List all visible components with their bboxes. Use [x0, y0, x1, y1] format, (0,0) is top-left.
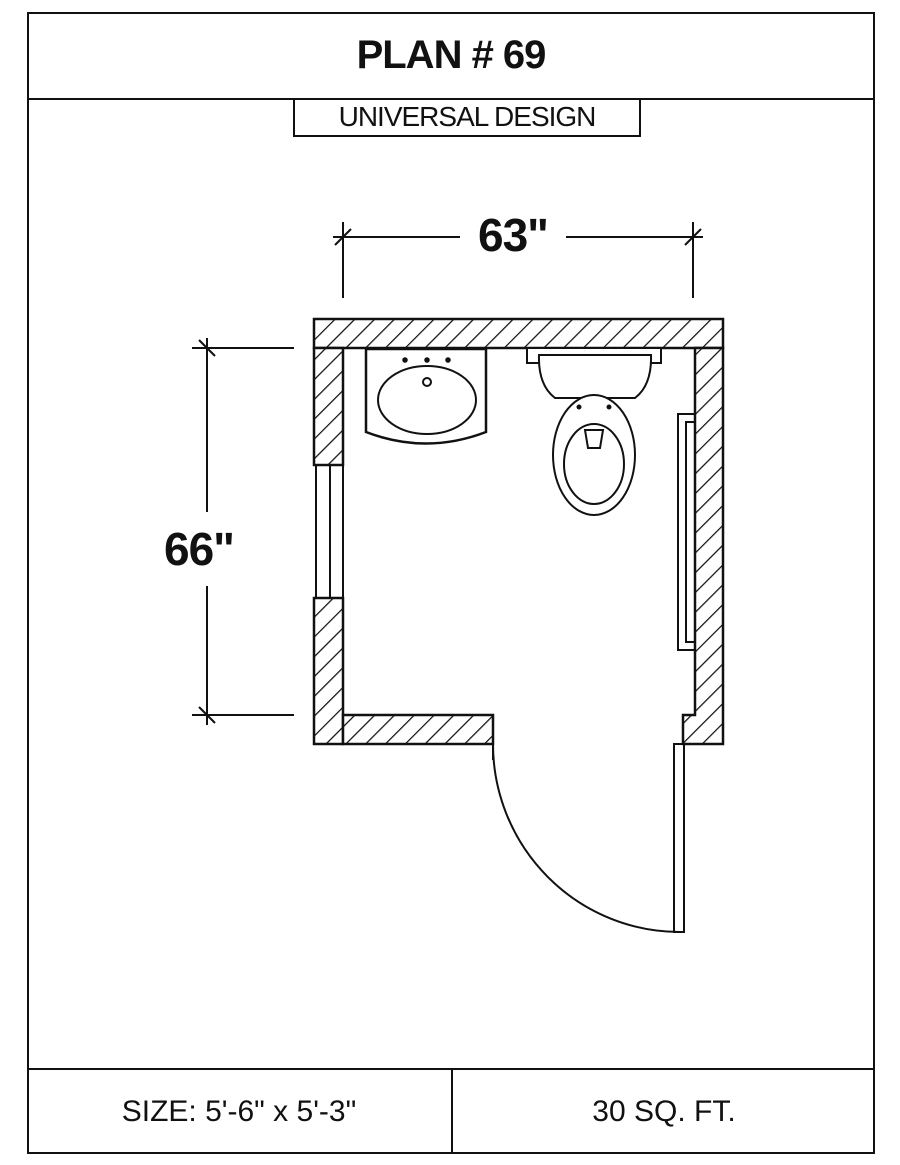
- plan-subtitle: UNIVERSAL DESIGN: [293, 99, 641, 137]
- wall-left-upper: [312, 346, 345, 467]
- width-dimension-label: 63": [460, 208, 566, 262]
- plan-title: PLAN # 69: [27, 12, 875, 100]
- depth-dimension-label: 66": [164, 512, 235, 586]
- grab-bar: [677, 413, 696, 651]
- area-label: 30 SQ. FT.: [592, 1095, 736, 1128]
- sink-icon: [364, 347, 488, 445]
- wall-right: [681, 346, 725, 746]
- wall-top: [312, 317, 725, 350]
- footer: SIZE: 5'-6" x 5'-3" 30 SQ. FT.: [27, 1068, 875, 1154]
- walls: [312, 317, 725, 746]
- door-swing[interactable]: [492, 743, 685, 933]
- wall-left-lower: [312, 596, 345, 746]
- window: [314, 464, 344, 599]
- size-label: SIZE: 5'-6" x 5'-3": [27, 1070, 453, 1154]
- toilet-icon: [526, 347, 662, 516]
- wall-bottom-left: [341, 713, 495, 746]
